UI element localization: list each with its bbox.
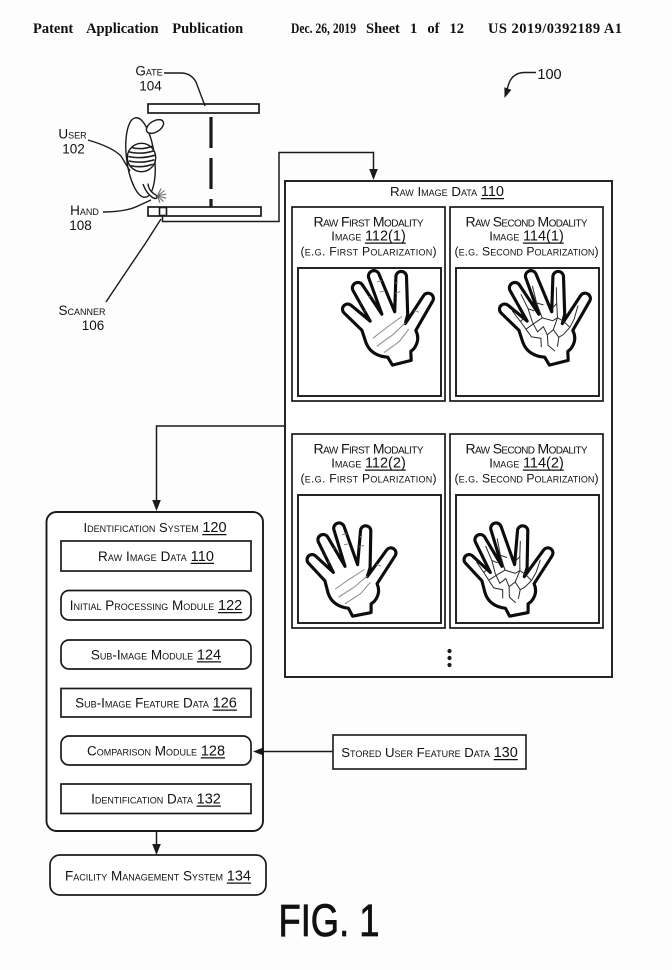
svg-text:Stored User Feature Data 130: Stored User Feature Data 130 [341,745,518,761]
svg-text:Scanner: Scanner [58,303,106,318]
svg-text:US 2019/0392189 A1: US 2019/0392189 A1 [488,21,622,37]
svg-text:Sub-Image Module 124: Sub-Image Module 124 [91,647,221,663]
svg-text:Sheet 1 of 12: Sheet 1 of 12 [366,21,464,37]
svg-text:Sub-Image Feature Data 126: Sub-Image Feature Data 126 [75,696,237,712]
svg-text:Hand: Hand [70,203,99,218]
svg-text:User: User [58,127,87,142]
svg-text:Gate: Gate [135,64,162,79]
svg-text:Raw Image Data 110: Raw Image Data 110 [390,184,504,200]
svg-text:Raw Second Modality: Raw Second Modality [466,441,588,457]
svg-text:Image 112(1): Image 112(1) [331,229,406,245]
svg-text:Identification System 120: Identification System 120 [83,520,226,536]
svg-text:Raw Second Modality: Raw Second Modality [466,214,588,230]
svg-text:100: 100 [537,67,561,83]
svg-text:Comparison Module 128: Comparison Module 128 [87,743,225,759]
svg-text:Image 114(2): Image 114(2) [489,456,564,472]
svg-text:(e.g. First Polarization): (e.g. First Polarization) [301,245,437,259]
svg-text:Image 112(2): Image 112(2) [331,456,406,472]
svg-text:Patent Application Publication: Patent Application Publication [33,21,243,37]
svg-text:(e.g. Second Polarization): (e.g. Second Polarization) [455,245,599,259]
svg-text:Raw First Modality: Raw First Modality [314,214,424,230]
svg-text:Raw First Modality: Raw First Modality [314,441,424,457]
svg-text:104: 104 [139,79,162,94]
svg-text:108: 108 [69,218,92,233]
svg-text:FIG. 1: FIG. 1 [279,895,380,946]
svg-text:Facility Management System 134: Facility Management System 134 [65,869,251,885]
svg-text:Dec. 26, 2019: Dec. 26, 2019 [291,21,356,37]
svg-text:Identification Data 132: Identification Data 132 [91,792,221,808]
svg-text:Raw Image Data 110: Raw Image Data 110 [98,549,214,565]
svg-text:Image 114(1): Image 114(1) [489,229,564,245]
svg-text:Initial Processing Module 122: Initial Processing Module 122 [70,598,242,614]
svg-text:106: 106 [82,318,105,333]
svg-text:(e.g. Second Polarization): (e.g. Second Polarization) [455,472,599,486]
svg-text:(e.g. First Polarization): (e.g. First Polarization) [301,472,437,486]
svg-text:102: 102 [62,142,85,157]
